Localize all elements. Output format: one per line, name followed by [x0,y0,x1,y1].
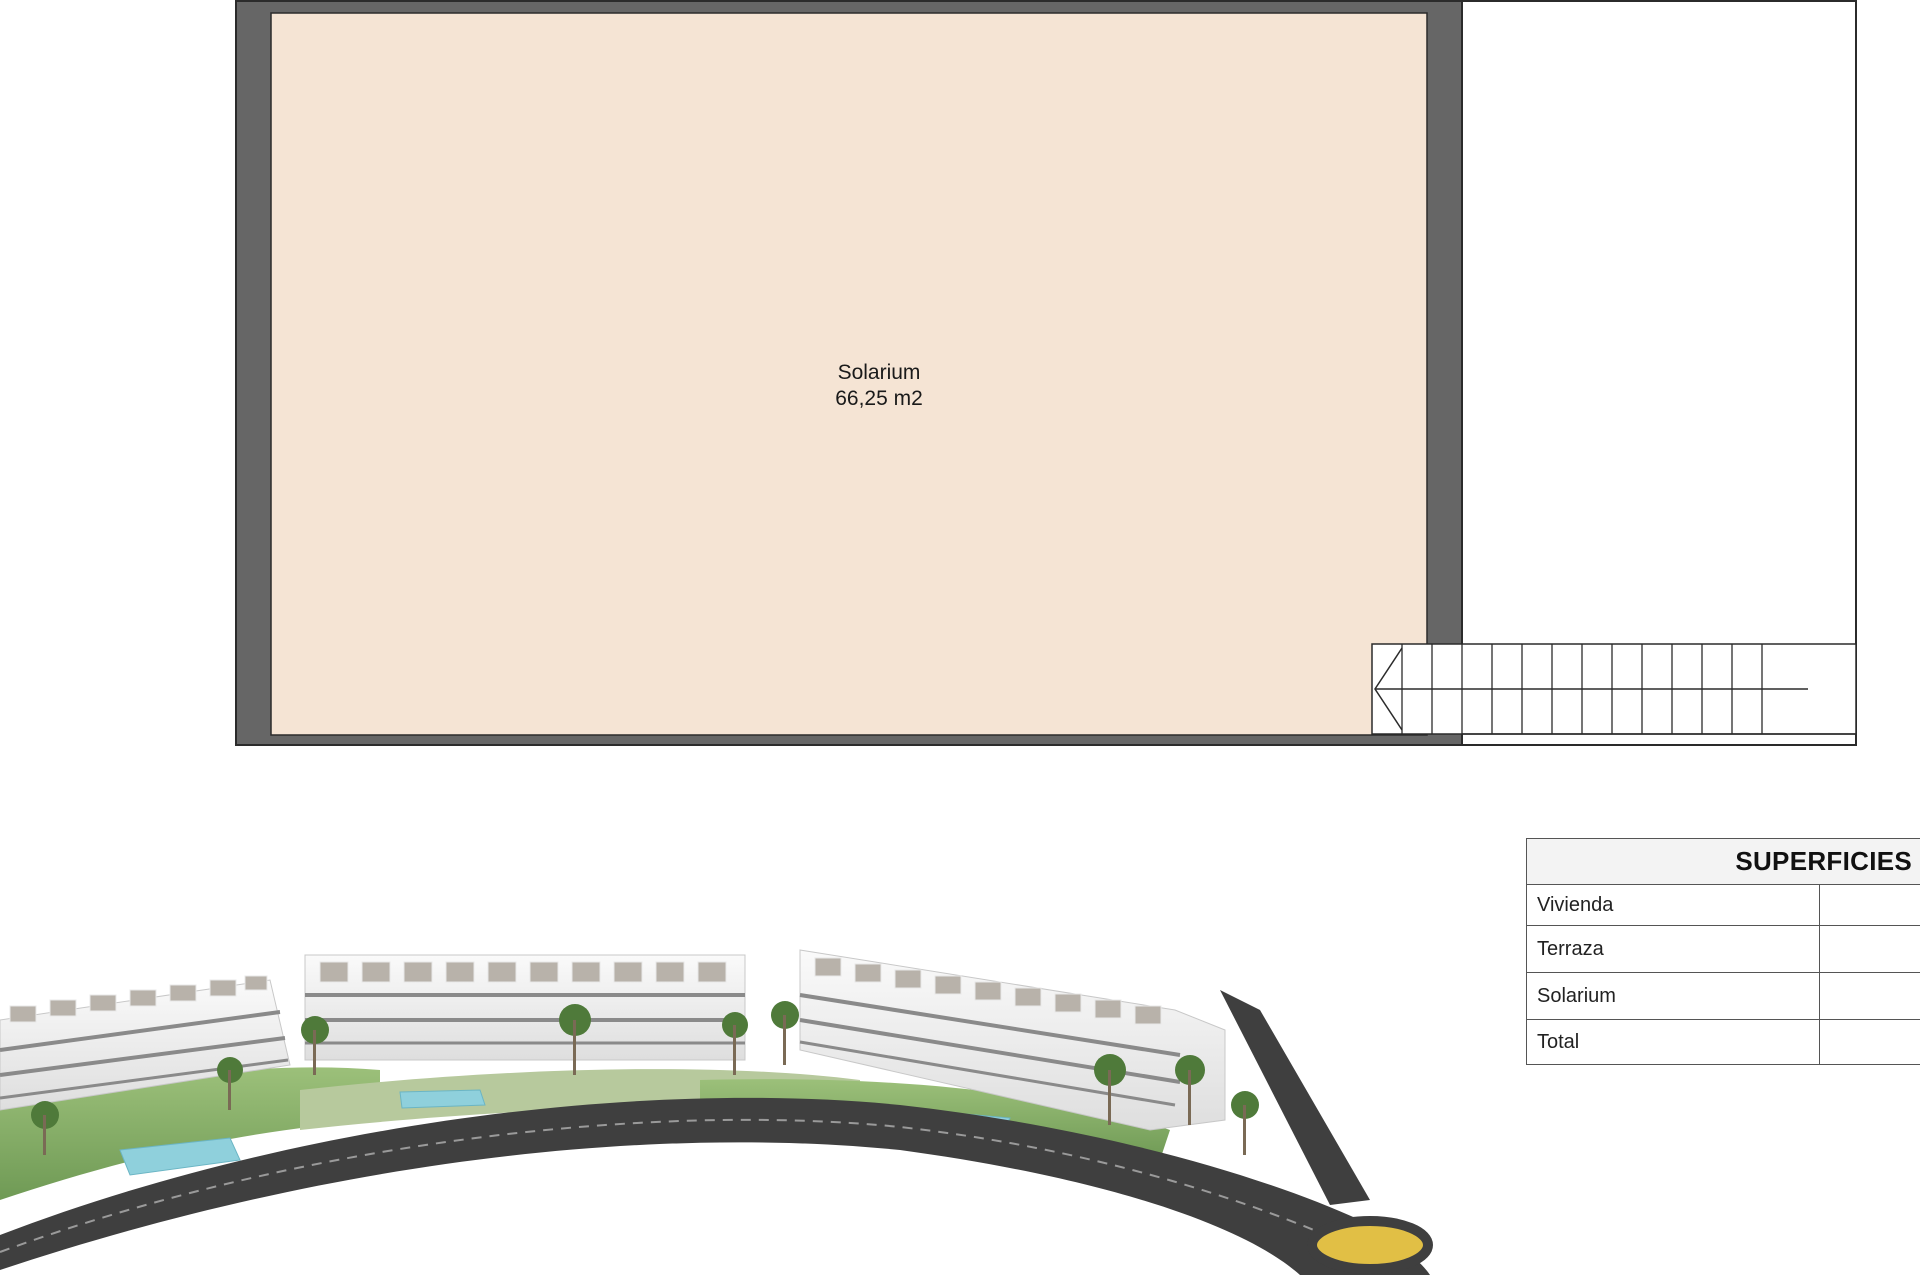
row-value [1819,925,1920,973]
room-name: Solarium [837,361,921,384]
row-label: Vivienda [1526,884,1820,926]
row-label: Total [1526,1019,1820,1065]
solarium-label: Solarium 66,25 m2 [736,360,1022,412]
row-value [1819,972,1920,1020]
floor-plan [235,0,1857,746]
solarium-room[interactable] [270,12,1428,736]
building-east [799,949,1226,1131]
arrow-left-icon [1374,647,1403,731]
aerial-render [0,949,1433,1275]
row-label: Terraza [1526,925,1820,973]
row-value [1819,884,1920,926]
row-label: Solarium [1526,972,1820,1020]
pool [399,1089,486,1109]
table-row: Vivienda [1526,884,1920,926]
building-west [0,975,291,1111]
road [0,990,1433,1275]
table-row: Terraza [1526,925,1920,973]
superficies-table: SUPERFICIES Vivienda Terraza Solarium To… [1526,838,1920,1065]
stairs [1371,643,1857,746]
building-center [304,954,746,1061]
palm-trees [31,1001,1259,1155]
room-area: 66,25 m2 [835,387,923,410]
roundabout [1307,1216,1433,1274]
pool [119,1137,241,1176]
superficies-title: SUPERFICIES [1526,838,1920,885]
table-row: Solarium [1526,972,1920,1020]
table-row: Total [1526,1019,1920,1065]
row-value [1819,1019,1920,1065]
